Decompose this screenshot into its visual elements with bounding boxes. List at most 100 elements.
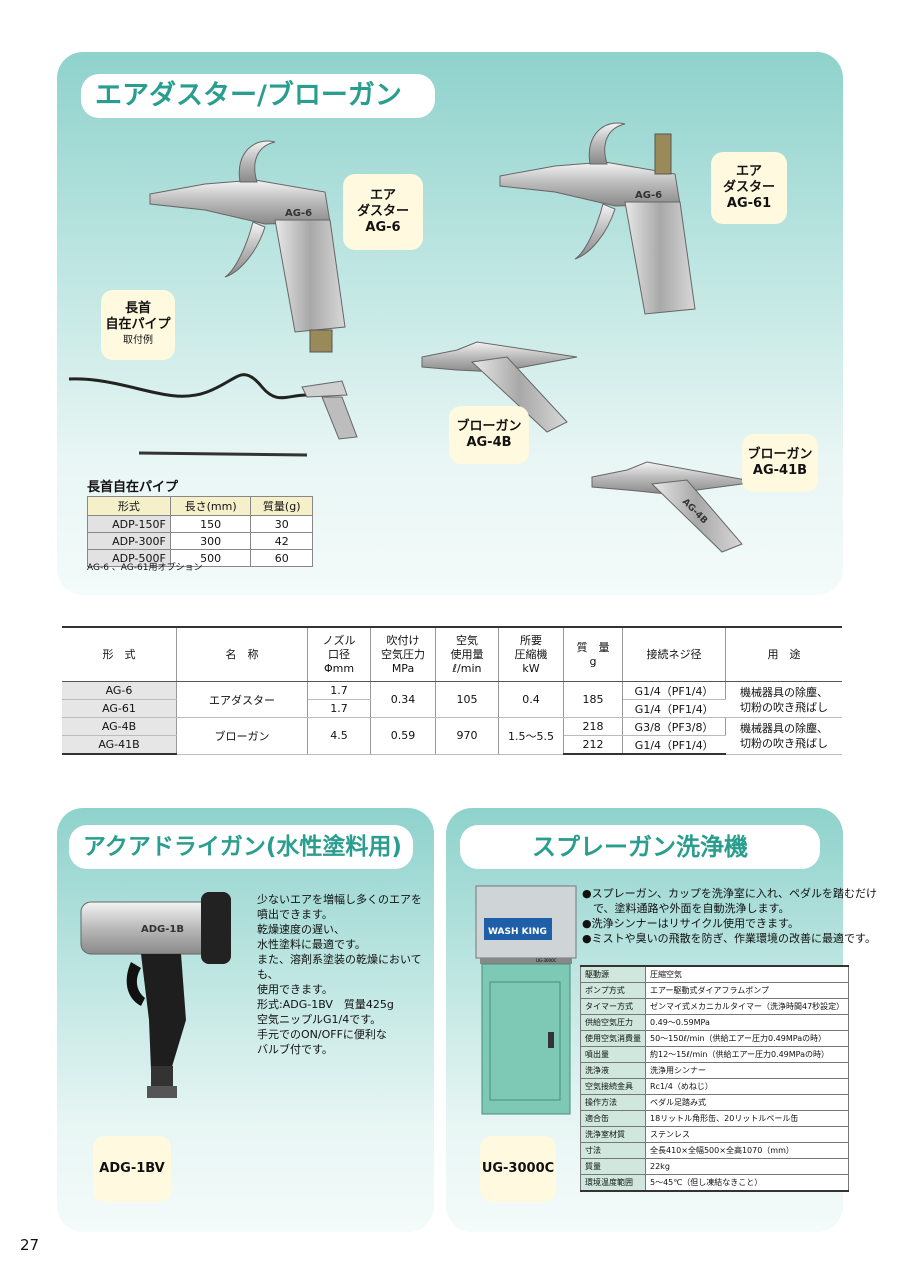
- callout-ag6-l2: ダスター: [356, 204, 409, 219]
- callout-ag41b-l2: AG-41B: [752, 463, 808, 478]
- cell-pressure: 0.59: [370, 717, 436, 755]
- table-row: 洗浄室材質ステンレス: [580, 1126, 850, 1143]
- opt-cell: 500: [169, 549, 252, 567]
- spec-value: 洗浄用シンナー: [644, 1062, 850, 1079]
- callout-pipe-l3: 取付例: [123, 335, 153, 346]
- spec-value: 18リットル角形缶、20リットルペール缶: [644, 1110, 850, 1127]
- h: 空気圧力: [381, 647, 425, 661]
- spec-value: エアー駆動式ダイアフラムポンプ: [644, 982, 850, 999]
- cell-air: 105: [435, 681, 499, 718]
- washer-brand-label: WASH KING: [488, 927, 547, 937]
- callout-ag61-l1: エア: [735, 164, 762, 179]
- adg-marking: ADG-1B: [141, 924, 184, 935]
- feature-item: ●スプレーガン、カップを洗浄室に入れ、ペダルを踏むだけ: [582, 887, 878, 900]
- h: 質 量: [576, 640, 610, 654]
- u: 機械器具の除塵、: [740, 721, 828, 735]
- spec-label: 空気接続金具: [580, 1078, 646, 1095]
- cell-nozzle: 4.5: [307, 717, 371, 755]
- spec-label: タイマー方式: [580, 998, 646, 1015]
- section-title-aqua-dry-gun: アクアドライガン(水性塗料用): [69, 825, 413, 869]
- ag6-gun-image: AG-6: [149, 140, 346, 353]
- feature-item: ●ミストや臭いの飛散を防ぎ、作業環境の改善に最適です。: [582, 932, 876, 945]
- spec-label: 使用空気消費量: [580, 1030, 646, 1047]
- spec-value: Rc1/4（めねじ）: [644, 1078, 850, 1095]
- table-row: ポンプ方式エアー駆動式ダイアフラムポンプ: [580, 982, 850, 999]
- spec-label: 質量: [580, 1158, 646, 1175]
- opt-cell: ADP-150F: [87, 515, 171, 533]
- washer-small-model: UG-3000C: [536, 958, 557, 963]
- cell-name: エアダスター: [176, 681, 308, 718]
- table-row: AG-6 エアダスター 1.7 0.34 105 0.4 185 G1/4（PF…: [62, 681, 842, 718]
- cell-model: AG-4B: [62, 717, 177, 736]
- long-neck-pipe-image: [68, 373, 358, 457]
- air-duster-panel: エアダスター/ブローガン AG-6 AG-6: [57, 52, 843, 595]
- spec-label: 洗浄液: [580, 1062, 646, 1079]
- opt-header-length: 長さ(mm): [169, 496, 252, 516]
- adg-1bv-image: ADG-1B: [80, 892, 231, 1098]
- ag61-gun-image: AG-6: [499, 122, 696, 315]
- option-table: 形式 長さ(mm) 質量(g) ADP-150F 150 30 ADP-300F…: [87, 496, 313, 567]
- feature-item: ●洗浄シンナーはリサイクル使用できます。: [582, 917, 799, 930]
- table-row: 操作方法ペダル足踏み式: [580, 1094, 850, 1111]
- opt-header-model: 形式: [87, 496, 171, 516]
- table-row: 洗浄液洗浄用シンナー: [580, 1062, 850, 1079]
- ag41b-gun-image: AG-4B: [591, 461, 758, 553]
- spec-value: 5～45℃（但し凍結なきこと）: [644, 1174, 850, 1192]
- callout-ag6: エア ダスター AG-6: [343, 174, 423, 250]
- spec-value: 全長410×全幅500×全高1070（mm）: [644, 1142, 850, 1159]
- spec-value: 50～150ℓ/min（供給エアー圧力0.49MPaの時）: [644, 1030, 850, 1047]
- cell-name: ブローガン: [176, 717, 308, 755]
- h: Φmm: [323, 661, 355, 675]
- spec-header-thread: 接続ネジ径: [622, 627, 726, 682]
- cell-air: 970: [435, 717, 499, 755]
- h: kW: [522, 661, 540, 675]
- table-row: 噴出量約12～15ℓ/min（供給エアー圧力0.49MPaの時）: [580, 1046, 850, 1063]
- cell-kw: 1.5～5.5: [498, 717, 564, 755]
- callout-pipe-l2: 自在パイプ: [105, 317, 171, 332]
- ug-model-label: UG-3000C: [480, 1136, 556, 1202]
- spec-value: ステンレス: [644, 1126, 850, 1143]
- h: 用 途: [767, 647, 801, 661]
- spec-value: 0.49～0.59MPa: [644, 1014, 850, 1031]
- spec-label: 駆動源: [580, 965, 646, 983]
- callout-ag4b: ブローガン AG-4B: [449, 406, 529, 464]
- cell-thread: G1/4（PF1/4）: [622, 681, 726, 700]
- opt-cell: ADP-500F: [87, 549, 171, 567]
- cell-nozzle: 1.7: [307, 699, 371, 718]
- desc-line: 噴出できます。: [257, 908, 333, 921]
- spec-header-use: 用 途: [725, 627, 842, 682]
- table-row: タイマー方式ゼンマイ式メカニカルタイマー（洗浄時間47秒設定）: [580, 998, 850, 1015]
- cell-mass: 185: [563, 681, 623, 718]
- h: 吹付け: [386, 633, 420, 647]
- feature-item: で、塗料通路や外面を自動洗浄します。: [593, 902, 790, 915]
- desc-line: 少ないエアを増幅し多くのエアを: [257, 893, 422, 906]
- callout-ag41b-l1: ブローガン: [747, 447, 813, 462]
- h: 口径: [328, 647, 350, 661]
- spec-value: ペダル足踏み式: [644, 1094, 850, 1111]
- spec-label: 環境温度範囲: [580, 1174, 646, 1192]
- h: 接続ネジ径: [646, 647, 702, 661]
- table-row: 寸法全長410×全幅500×全高1070（mm）: [580, 1142, 850, 1159]
- desc-line: 手元でのON/OFFに便利な: [257, 1028, 387, 1041]
- h: ℓ/min: [452, 661, 482, 675]
- opt-header-mass: 質量(g): [250, 496, 313, 516]
- table-row: 駆動源圧縮空気: [580, 965, 850, 983]
- callout-ag61-l2: ダスター: [722, 180, 775, 195]
- callout-ag4b-l2: AG-4B: [466, 435, 512, 450]
- aqua-dry-gun-panel: アクアドライガン(水性塗料用) ADG-1B 少ないエアを増幅し多くのエアを 噴…: [57, 808, 434, 1232]
- ag6-marking: AG-6: [285, 208, 312, 219]
- section-title-air-duster: エアダスター/ブローガン: [81, 74, 435, 118]
- adg-model-label: ADG-1BV: [93, 1136, 171, 1202]
- cell-model: AG-41B: [62, 735, 177, 755]
- callout-ag6-l3: AG-6: [365, 220, 401, 235]
- callout-long-neck-pipe: 長首 自在パイプ 取付例: [101, 290, 175, 360]
- spec-label: 洗浄室材質: [580, 1126, 646, 1143]
- desc-line: 形式:ADG-1BV 質量425g: [257, 998, 394, 1011]
- spec-header-name: 名 称: [176, 627, 308, 682]
- cell-thread: G1/4（PF1/4）: [622, 699, 726, 718]
